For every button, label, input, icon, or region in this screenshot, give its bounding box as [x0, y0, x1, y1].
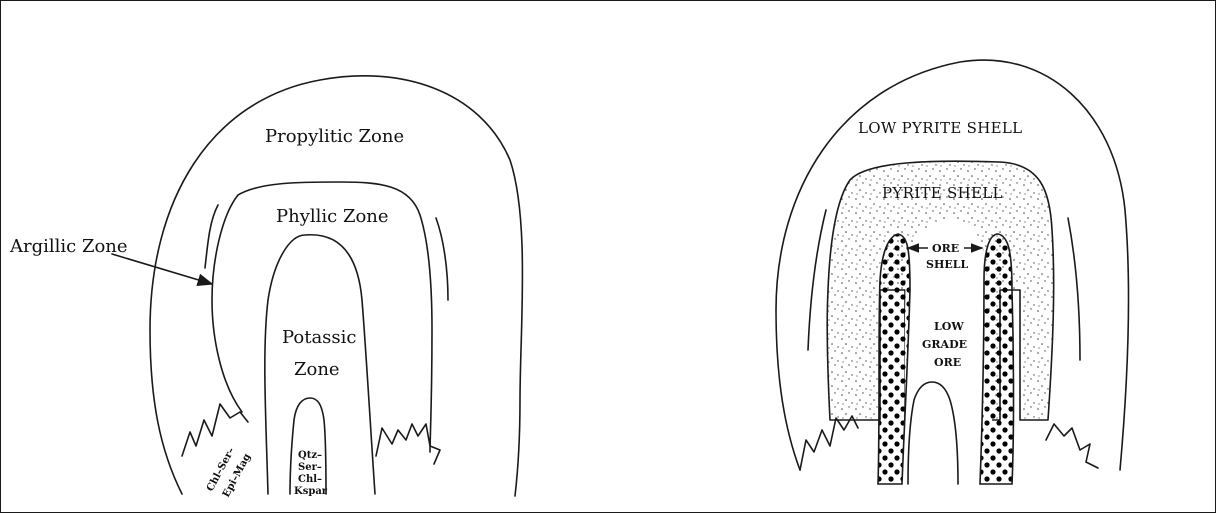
- potassic-zone-label-line2: Zone: [294, 359, 340, 380]
- left-diagram: Propylitic Zone Phyllic Zone Argillic Zo…: [9, 76, 523, 500]
- ore-shell-label-line1: ORE: [932, 242, 959, 255]
- low-grade-ore-label-line2: GRADE: [922, 338, 967, 351]
- low-grade-ore-label-line3: ORE: [934, 356, 961, 369]
- right-diagram-zigzag-left: [800, 416, 858, 470]
- core-mineral-label-line2: Ser–: [298, 462, 322, 473]
- phyllic-zone-label: Phyllic Zone: [276, 206, 389, 227]
- right-ore-column: [980, 234, 1014, 484]
- ore-shell-label-line2: SHELL: [926, 258, 968, 271]
- left-contact-zigzag: [182, 404, 248, 456]
- right-diagram-zigzag-right: [1046, 424, 1098, 468]
- low-grade-ore-label-line1: LOW: [934, 320, 964, 333]
- right-diagram-arc-right: [1068, 218, 1080, 360]
- core-mineral-label-line1: Qtz–: [298, 450, 322, 461]
- right-diagram: LOW PYRITE SHELL PYRITE SHELL ORE SHELL …: [776, 60, 1129, 484]
- right-diagram-arc-left: [808, 210, 826, 350]
- core-mineral-label-line4: Kspar: [294, 486, 328, 497]
- low-pyrite-shell-label: LOW PYRITE SHELL: [858, 119, 1022, 137]
- potassic-zone-label-line1: Potassic: [282, 327, 357, 348]
- argillic-zone-label: Argillic Zone: [9, 236, 128, 257]
- core-mineral-label-line3: Chl–: [298, 474, 322, 485]
- argillic-arrow: [112, 254, 212, 284]
- propylitic-zone-label: Propylitic Zone: [265, 126, 404, 147]
- pyrite-shell-label: PYRITE SHELL: [882, 184, 1003, 202]
- argillic-arc-right: [436, 218, 448, 300]
